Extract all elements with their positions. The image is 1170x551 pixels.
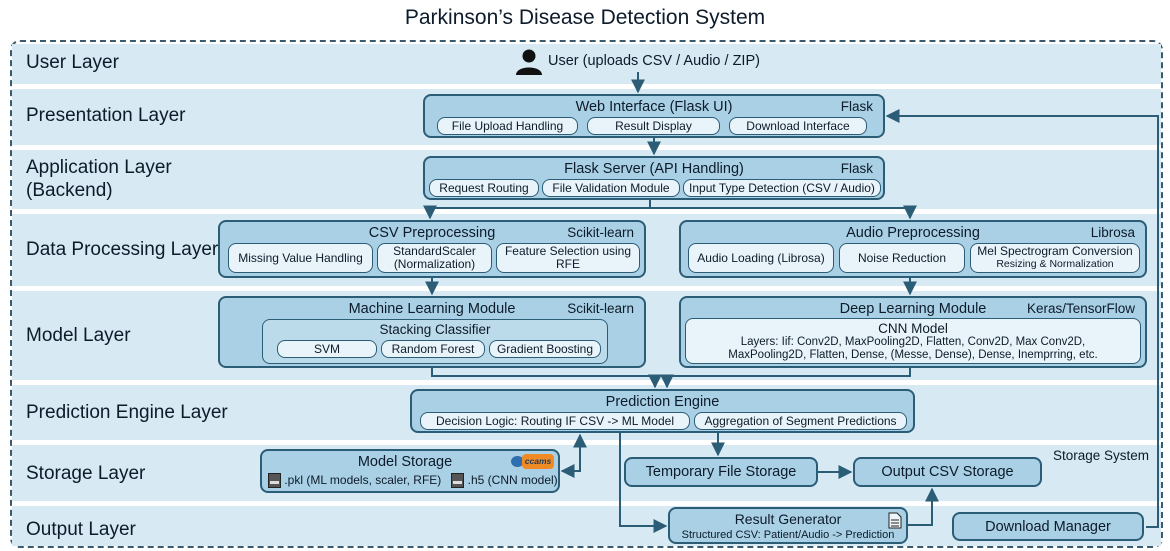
standard-scaler-label: StandardScaler [393, 244, 476, 258]
output-csv-storage: Output CSV Storage [853, 457, 1042, 487]
mel-spectrogram-label: Mel Spectrogram Conversion [977, 244, 1133, 258]
document-icon [888, 512, 902, 529]
audio-preprocessing-title: Audio Preprocessing [846, 225, 980, 241]
stacking-classifier-box: Stacking Classifier SVM Random Forest Gr… [262, 319, 608, 364]
cnn-model-layers-1: Layers: Iif: Conv2D, MaxPooling2D, Flatt… [740, 336, 1086, 348]
audio-preprocessing-box: Audio Preprocessing Librosa Audio Loadin… [679, 220, 1147, 278]
ccams-logo-text: ccams [524, 456, 552, 466]
cnn-model-layers-2: MaxPooling2D, Flatten, Dense, (Messe, De… [728, 349, 1098, 361]
result-generator-title: Result Generator [734, 511, 842, 527]
data-processing-layer-label: Data Processing Layer [26, 239, 219, 260]
storage-system-label: Storage System [1053, 448, 1150, 463]
ml-module-title: Machine Learning Module [348, 301, 516, 317]
csv-preprocessing-tag: Scikit-learn [567, 225, 634, 240]
aggregation-of-segment-predictions: Aggregation of Segment Predictions [694, 412, 907, 430]
pkl-files: .pkl (ML models, scaler, RFE) [284, 473, 442, 487]
temporary-file-storage: Temporary File Storage [624, 457, 818, 487]
svm: SVM [277, 340, 377, 358]
download-manager-label: Download Manager [985, 518, 1111, 535]
download-interface: Download Interface [729, 117, 867, 135]
result-generator-box: Result Generator Structured CSV: Patient… [668, 507, 908, 544]
request-routing: Request Routing [429, 179, 539, 197]
input-type-detection: Input Type Detection (CSV / Audio) [683, 179, 881, 197]
feature-selection-label: Feature Selection using [504, 244, 632, 258]
h5-file: .h5 (CNN model) [467, 473, 558, 487]
feature-selection-sub: RFE [556, 257, 580, 271]
presentation-layer-label: Presentation Layer [26, 105, 186, 126]
h5-file-icon [451, 473, 465, 489]
dl-module-box: Deep Learning Module Keras/TensorFlow CN… [679, 296, 1147, 368]
flask-server-tag: Flask [840, 161, 873, 176]
model-layer-label: Model Layer [26, 325, 131, 346]
cnn-model-title: CNN Model [878, 321, 948, 336]
standard-scaler-sub: (Normalization) [393, 257, 476, 271]
user-layer-band [12, 44, 1161, 84]
ccams-logo: ccams [522, 454, 554, 469]
model-storage-box: Model Storage ccams .pkl (ML models, sca… [260, 449, 560, 493]
ml-module-box: Machine Learning Module Scikit-learn Sta… [218, 296, 646, 368]
result-display: Result Display [587, 117, 720, 135]
noise-reduction: Noise Reduction [839, 243, 965, 273]
standard-scaler: StandardScaler (Normalization) [377, 243, 492, 273]
temporary-file-storage-label: Temporary File Storage [645, 464, 797, 480]
output-layer-label: Output Layer [26, 519, 136, 540]
audio-loading-label: Audio Loading (Librosa) [697, 250, 825, 265]
missing-value-handling: Missing Value Handling [228, 243, 373, 273]
audio-loading: Audio Loading (Librosa) [688, 243, 834, 273]
noise-reduction-label: Noise Reduction [857, 250, 947, 265]
database-icon [511, 456, 524, 467]
csv-preprocessing-title: CSV Preprocessing [368, 225, 496, 241]
storage-layer-label: Storage Layer [26, 463, 146, 484]
mel-spectrogram-conversion: Mel Spectrogram Conversion Resizing & No… [970, 243, 1140, 273]
cnn-model: CNN Model Layers: Iif: Conv2D, MaxPoolin… [685, 318, 1141, 364]
dl-module-tag: Keras/TensorFlow [1026, 301, 1135, 316]
result-generator-subtitle: Structured CSV: Patient/Audio -> Predict… [681, 529, 895, 541]
decision-logic: Decision Logic: Routing IF CSV -> ML Mod… [420, 412, 690, 430]
gradient-boosting: Gradient Boosting [489, 340, 601, 358]
page-title: Parkinson’s Disease Detection System [404, 6, 766, 29]
file-upload-handling: File Upload Handling [437, 117, 578, 135]
ml-module-tag: Scikit-learn [567, 301, 634, 316]
web-interface-title: Web Interface (Flask UI) [575, 99, 733, 115]
prediction-engine-box: Prediction Engine Decision Logic: Routin… [410, 389, 915, 433]
flask-server-box: Flask Server (API Handling) Flask Reques… [423, 156, 885, 200]
web-interface-box: Web Interface (Flask UI) Flask File Uplo… [423, 94, 885, 138]
file-validation-module: File Validation Module [542, 179, 680, 197]
random-forest: Random Forest [381, 340, 485, 358]
output-csv-storage-label: Output CSV Storage [881, 464, 1014, 480]
csv-preprocessing-box: CSV Preprocessing Scikit-learn Missing V… [218, 220, 646, 278]
flask-server-title: Flask Server (API Handling) [564, 161, 744, 177]
user-layer-label: User Layer [26, 52, 119, 73]
download-manager: Download Manager [952, 512, 1144, 541]
pkl-file-icon [268, 473, 281, 489]
user-label: User (uploads CSV / Audio / ZIP) [548, 53, 760, 69]
system-frame [10, 40, 1163, 548]
user-icon [516, 49, 542, 75]
model-storage-title: Model Storage [357, 454, 453, 470]
application-layer-label: Application Layer (Backend) [26, 157, 172, 201]
mel-spectrogram-sub: Resizing & Normalization [996, 258, 1114, 270]
missing-value-handling-label: Missing Value Handling [238, 250, 363, 265]
model-files-row: .pkl (ML models, scaler, RFE) .h5 (CNN m… [268, 473, 558, 489]
prediction-layer-label: Prediction Engine Layer [26, 402, 228, 423]
prediction-engine-title: Prediction Engine [605, 394, 720, 410]
stacking-classifier-title: Stacking Classifier [379, 322, 491, 337]
feature-selection: Feature Selection using RFE [496, 243, 640, 273]
web-interface-tag: Flask [840, 99, 873, 114]
audio-preprocessing-tag: Librosa [1090, 225, 1135, 240]
